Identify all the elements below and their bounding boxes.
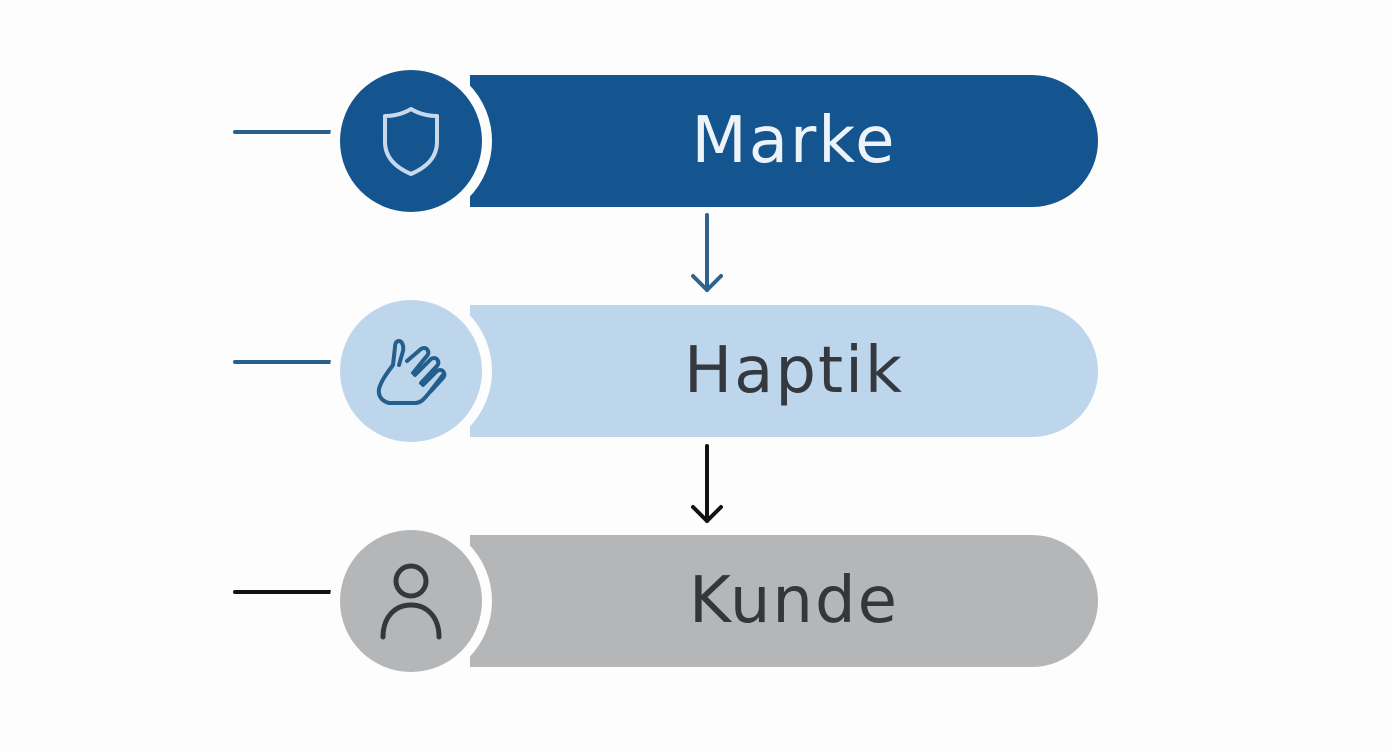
step-kunde: Kunde [0, 520, 1392, 682]
icon-circle [340, 70, 482, 212]
bar-haptik: Haptik [470, 305, 1098, 437]
connector-line [233, 360, 348, 364]
person-icon [380, 563, 442, 640]
bar-kunde: Kunde [470, 535, 1098, 667]
shield-icon [383, 107, 439, 176]
hand-icon [376, 339, 447, 405]
step-marke: Marke [0, 60, 1392, 222]
arrow-down-icon [691, 213, 723, 292]
step-label: Kunde [689, 564, 899, 638]
icon-circle [340, 300, 482, 442]
connector-line [233, 590, 348, 594]
arrow-down-icon [691, 444, 723, 523]
connector-line [233, 130, 348, 134]
step-label: Marke [691, 104, 897, 178]
step-haptik: Haptik [0, 290, 1392, 452]
step-label: Haptik [684, 334, 904, 408]
bar-marke: Marke [470, 75, 1098, 207]
icon-circle [340, 530, 482, 672]
